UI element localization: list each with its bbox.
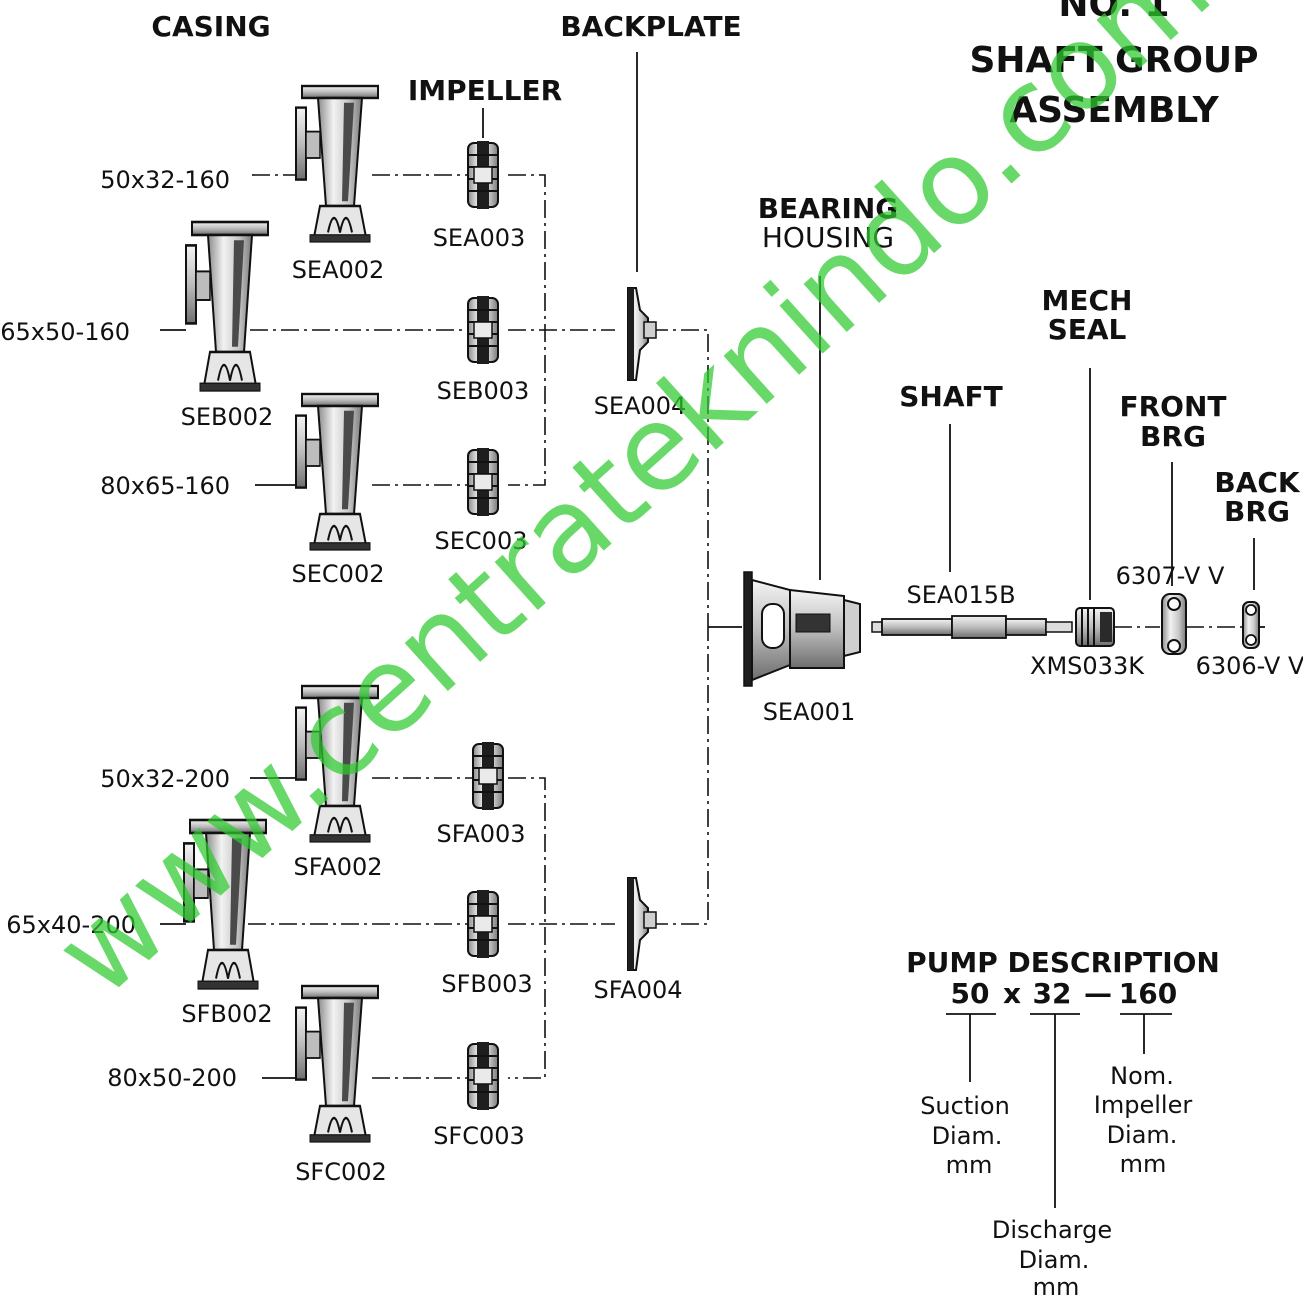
mech-seal-heading-1: MECH xyxy=(1042,284,1133,317)
pump-size-label: 80x65-160 xyxy=(100,472,230,500)
casing-code: SEB002 xyxy=(181,403,274,431)
bearing-housing-heading-1: BEARING xyxy=(758,192,899,225)
impeller-sfc003[interactable] xyxy=(467,1041,499,1111)
mech-seal-code: XMS033K xyxy=(1030,652,1145,680)
title-number: NO. 1 xyxy=(1058,0,1169,25)
casing-sea002[interactable] xyxy=(294,84,380,244)
impeller-code: SFB003 xyxy=(441,970,532,998)
front-bearing-code: 6307-V V xyxy=(1116,562,1225,590)
shaft[interactable] xyxy=(871,615,1073,639)
impeller-code: SFA003 xyxy=(436,820,525,848)
impeller-diameter-label: Nom. xyxy=(1110,1062,1174,1090)
impeller-diameter-label: Impeller xyxy=(1094,1091,1193,1119)
impeller-diameter-label: Diam. xyxy=(1107,1121,1178,1149)
back-bearing[interactable] xyxy=(1242,601,1260,649)
pump-description: PUMP DESCRIPTION 50 x 32 — 160 Suction D… xyxy=(906,946,1220,1301)
casing-code: SEC002 xyxy=(292,560,385,588)
shaft-heading: SHAFT xyxy=(899,380,1003,413)
pump-description-discharge-code: 32 xyxy=(1033,977,1072,1010)
pump-description-title: PUMP DESCRIPTION xyxy=(906,946,1220,979)
impeller-sea003[interactable] xyxy=(467,140,499,210)
pump-description-suction-code: 50 xyxy=(951,977,990,1010)
discharge-label: Diam. xyxy=(1019,1246,1090,1274)
pump-size-label: 50x32-200 xyxy=(100,765,230,793)
impeller-sfb003[interactable] xyxy=(467,889,499,959)
casing-sec002[interactable] xyxy=(294,392,380,552)
front-bearing-heading-1: FRONT xyxy=(1119,390,1226,423)
back-bearing-heading-1: BACK xyxy=(1214,466,1301,499)
mech-seal-heading-2: SEAL xyxy=(1048,313,1127,346)
part-code-labels: SEA002 SEB002 SEC002 SFA002 SFB002 SFC00… xyxy=(181,224,1303,1186)
impeller-diameter-label: mm xyxy=(1120,1150,1167,1178)
casing-code: SEA002 xyxy=(292,256,385,284)
casing-code: SFC002 xyxy=(295,1158,387,1186)
backplate-code: SFA004 xyxy=(593,976,682,1004)
front-bearing-heading-2: BRG xyxy=(1140,420,1206,453)
pump-size-label: 65x50-160 xyxy=(0,318,130,346)
casing-sfc002[interactable] xyxy=(294,984,380,1144)
watermark: www.centrateknindo.com xyxy=(29,0,1236,1023)
suction-label: Diam. xyxy=(932,1122,1003,1150)
mechanical-seal[interactable] xyxy=(1075,607,1115,647)
impeller-code: SEA003 xyxy=(433,224,526,252)
backplate-sfa004[interactable] xyxy=(627,877,657,971)
bearing-housing-heading-2: HOUSING xyxy=(762,221,894,254)
casing-heading: CASING xyxy=(151,10,270,43)
discharge-label: Discharge xyxy=(992,1216,1112,1244)
shaft-code: SEA015B xyxy=(906,581,1015,609)
impeller-code: SEC003 xyxy=(435,527,528,555)
pump-size-labels: 50x32-160 65x50-160 80x65-160 50x32-200 … xyxy=(0,166,237,1092)
backplate-code: SEA004 xyxy=(594,392,687,420)
pump-description-dash: — xyxy=(1084,977,1112,1010)
pump-description-impeller-code: 160 xyxy=(1119,977,1177,1010)
pump-size-label: 65x40-200 xyxy=(6,911,136,939)
bearing-housing[interactable] xyxy=(743,571,861,687)
suction-label: mm xyxy=(946,1151,993,1179)
casing-group xyxy=(182,84,380,1144)
pump-description-x: x xyxy=(1003,977,1021,1010)
impeller-code: SFC003 xyxy=(433,1122,525,1150)
casing-seb002[interactable] xyxy=(184,220,270,393)
impeller-seb003[interactable] xyxy=(467,295,499,365)
pump-size-label: 50x32-160 xyxy=(100,166,230,194)
impeller-code: SEB003 xyxy=(437,377,530,405)
title-line-1: SHAFT GROUP xyxy=(969,40,1258,81)
back-bearing-code: 6306-V V xyxy=(1196,652,1303,680)
suction-label: Suction xyxy=(920,1092,1010,1120)
back-bearing-heading-2: BRG xyxy=(1224,495,1290,528)
backplate-heading: BACKPLATE xyxy=(560,10,741,43)
pump-size-label: 80x50-200 xyxy=(107,1064,237,1092)
bearing-housing-code: SEA001 xyxy=(763,698,856,726)
impeller-sfa003[interactable] xyxy=(472,741,504,811)
discharge-label: mm xyxy=(1033,1273,1080,1299)
title-line-2: ASSEMBLY xyxy=(1009,90,1219,131)
casing-code: SFB002 xyxy=(181,1000,272,1028)
impeller-heading: IMPELLER xyxy=(408,74,562,107)
casing-code: SFA002 xyxy=(293,853,382,881)
front-bearing[interactable] xyxy=(1161,593,1187,655)
